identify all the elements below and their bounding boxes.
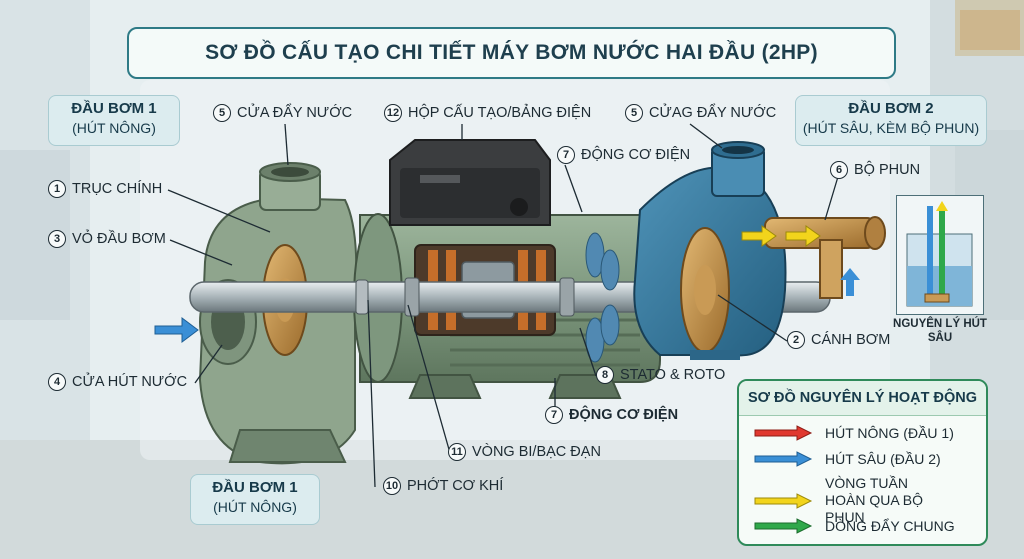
inlet-arrow: [154, 317, 199, 343]
label-stator-rotor: 8 STATO & ROTO: [596, 366, 725, 384]
legend-item-jet-circulation: VÒNG TUẦN HOÀN QUA BỘ PHUN: [753, 475, 945, 526]
callout-number: 6: [830, 161, 848, 179]
label-motor-top: 7 ĐỘNG CƠ ĐIỆN: [557, 146, 690, 164]
label-text: CỬA HÚT NƯỚC: [72, 374, 188, 390]
legend-item-common-discharge: DÒNG ĐẨY CHUNG: [753, 518, 955, 534]
diagram-title: SƠ ĐỒ CẤU TẠO CHI TIẾT MÁY BƠM NƯỚC HAI …: [205, 41, 818, 64]
yellow-arrow-icon: [754, 492, 813, 509]
green-arrow-icon: [754, 518, 813, 534]
callout-number: 1: [48, 180, 66, 198]
callout-number: 3: [48, 230, 66, 248]
deep-suction-diagram: [906, 201, 973, 307]
callout-number: 8: [596, 366, 614, 384]
label-discharge-outlet-2: 5 CỬAG ĐẨY NƯỚC: [625, 104, 776, 122]
label-text: CÁNH BƠM: [811, 332, 891, 348]
legend-item-shallow-suction: HÚT NÔNG (ĐẦU 1): [753, 425, 954, 441]
red-arrow-icon: [754, 425, 813, 441]
legend-box: SƠ ĐỒ NGUYÊN LÝ HOẠT ĐỘNG HÚT NÔNG (ĐẦU …: [737, 379, 988, 546]
callout-number: 12: [384, 104, 402, 122]
label-discharge-outlet-1: 5 CỬA ĐẨY NƯỚC: [213, 104, 352, 122]
callout-number: 2: [787, 331, 805, 349]
label-text: ĐỘNG CƠ ĐIỆN: [581, 147, 691, 163]
legend-label: VÒNG TUẦN HOÀN QUA BỘ PHUN: [825, 475, 924, 525]
pump-head-2: [633, 141, 787, 360]
label-motor-bottom: 7 ĐỘNG CƠ ĐIỆN: [545, 406, 678, 424]
label-text: TRỤC CHÍNH: [72, 181, 163, 197]
callout-number: 10: [383, 477, 401, 495]
label-text: PHỚT CƠ KHÍ: [407, 478, 504, 494]
label-impeller: 2 CÁNH BƠM: [787, 331, 890, 349]
label-text: VÒNG BI/BẠC ĐẠN: [472, 444, 601, 460]
panel-subtitle: (HÚT SÂU, KÈM BỘ PHUN): [802, 120, 980, 136]
jet-assembly: [741, 216, 886, 299]
panel-subtitle: (HÚT NÔNG): [72, 120, 156, 136]
legend-label: HÚT SÂU (ĐẦU 2): [825, 451, 941, 467]
cooling-fan: [585, 232, 620, 363]
pump-head-2-panel-top: ĐẦU BƠM 2 (HÚT SÂU, KÈM BỘ PHUN): [795, 95, 987, 146]
label-text: ĐỘNG CƠ ĐIỆN: [569, 407, 679, 423]
label-pump-housing: 3 VỎ ĐẦU BƠM: [48, 230, 166, 248]
label-bearing: 11 VÒNG BI/BẠC ĐẠN: [448, 443, 601, 461]
panel-title: ĐẦU BƠM 1: [71, 100, 157, 117]
label-text: CỬAG ĐẨY NƯỚC: [649, 105, 777, 121]
label-jet-assembly: 6 BỘ PHUN: [830, 161, 920, 179]
label-text: STATO & ROTO: [620, 367, 726, 383]
label-text: BỘ PHUN: [854, 162, 921, 178]
legend-label: HÚT NÔNG (ĐẦU 1): [825, 425, 954, 441]
terminal-box: [389, 139, 551, 226]
panel-title: ĐẦU BƠM 2: [848, 100, 934, 117]
legend-item-deep-suction: HÚT SÂU (ĐẦU 2): [753, 451, 941, 467]
callout-number: 5: [213, 104, 231, 122]
label-terminal-box: 12 HỘP CẤU TẠO/BẢNG ĐIỆN: [384, 104, 591, 122]
label-text: CỬA ĐẨY NƯỚC: [237, 105, 353, 121]
panel-title: ĐẦU BƠM 1: [212, 479, 298, 496]
pump-head-1-panel-top: ĐẦU BƠM 1 (HÚT NÔNG): [48, 95, 180, 146]
diagram-title-box: SƠ ĐỒ CẤU TẠO CHI TIẾT MÁY BƠM NƯỚC HAI …: [127, 27, 896, 79]
pump-head-1-panel-bottom: ĐẦU BƠM 1 (HÚT NÔNG): [190, 474, 320, 525]
label-suction-inlet: 4 CỬA HÚT NƯỚC: [48, 373, 187, 391]
label-mechanical-seal: 10 PHỚT CƠ KHÍ: [383, 477, 503, 495]
panel-subtitle: (HÚT NÔNG): [213, 499, 297, 515]
callout-number: 7: [557, 146, 575, 164]
callout-number: 5: [625, 104, 643, 122]
legend-label: DÒNG ĐẨY CHUNG: [825, 518, 955, 534]
blue-arrow-icon: [754, 451, 813, 467]
inset-caption: NGUYÊN LÝ HÚT SÂU: [893, 318, 987, 344]
label-main-shaft: 1 TRỤC CHÍNH: [48, 180, 162, 198]
deep-suction-inset: [896, 195, 984, 315]
legend-title: SƠ ĐỒ NGUYÊN LÝ HOẠT ĐỘNG: [739, 381, 986, 416]
label-text: HỘP CẤU TẠO/BẢNG ĐIỆN: [408, 105, 592, 121]
callout-number: 4: [48, 373, 66, 391]
callout-number: 7: [545, 406, 563, 424]
label-text: VỎ ĐẦU BƠM: [72, 231, 166, 247]
callout-number: 11: [448, 443, 466, 461]
